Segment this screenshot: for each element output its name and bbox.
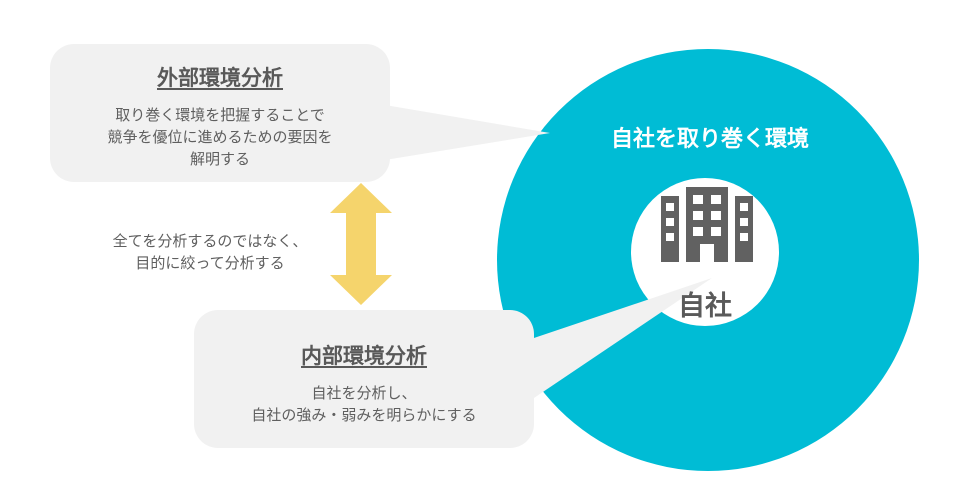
internal-description: 自社を分析し、 自社の強み・弱みを明らかにする <box>194 382 534 426</box>
external-line: 競争を優位に進めるための要因を <box>107 128 333 146</box>
building-icon <box>661 187 753 262</box>
external-bubble <box>50 44 550 182</box>
note-text: 全てを分析するのではなく、 目的に絞って分析する <box>60 230 360 274</box>
note-line: 全てを分析するのではなく、 <box>112 232 308 250</box>
internal-bubble <box>194 278 712 448</box>
internal-title: 内部環境分析 <box>301 344 427 368</box>
external-description: 取り巻く環境を把握することで 競争を優位に進めるための要因を 解明する <box>50 104 390 170</box>
internal-line: 自社を分析し、 <box>311 384 417 402</box>
note-line: 目的に絞って分析する <box>135 254 285 272</box>
external-title: 外部環境分析 <box>157 66 283 90</box>
internal-line: 自社の強み・弱みを明らかにする <box>251 406 477 424</box>
double-arrow <box>330 183 392 305</box>
company-label: 自社 <box>678 291 732 322</box>
external-line: 取り巻く環境を把握することで <box>115 106 325 124</box>
environment-label: 自社を取り巻く環境 <box>610 127 809 152</box>
external-line: 解明する <box>189 150 250 168</box>
